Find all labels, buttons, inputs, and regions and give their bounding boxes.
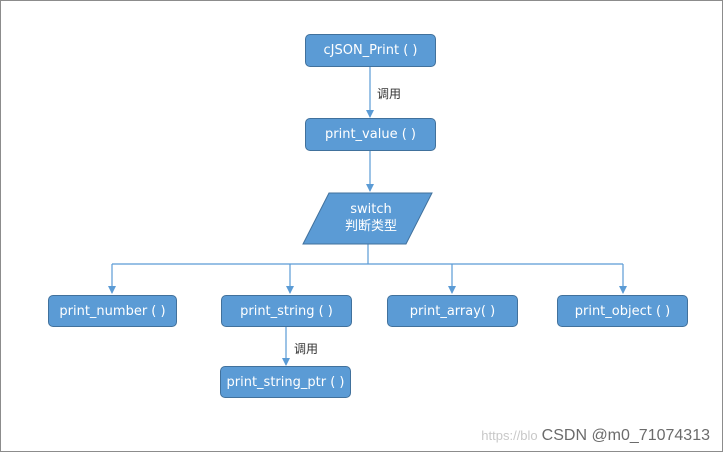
switch-decision-label: switch 判断类型 [331,201,411,235]
node-print-object-label: print_object ( ) [574,303,671,319]
node-print-string-ptr-label: print_string_ptr ( ) [226,374,345,390]
node-print-number: print_number ( ) [48,295,177,327]
watermark-text: CSDN @m0_71074313 [541,427,710,444]
node-print-object: print_object ( ) [557,295,688,327]
node-print-value: print_value ( ) [305,118,436,151]
switch-decision-shape [302,192,433,245]
node-print-array: print_array( ) [387,295,518,327]
node-print-array-label: print_array( ) [409,303,496,319]
node-print-number-label: print_number ( ) [59,303,166,319]
node-print-string-ptr: print_string_ptr ( ) [220,366,351,398]
node-print-string: print_string ( ) [221,295,352,327]
edge-label-call-1: 调用 [377,87,402,101]
switch-label-line2: 判断类型 [344,219,397,234]
node-cjson-print-label: cJSON_Print ( ) [323,43,418,58]
switch-label-line1: switch [350,202,392,217]
watermark-url: https://blo [481,428,538,443]
node-cjson-print: cJSON_Print ( ) [305,34,436,67]
node-print-string-label: print_string ( ) [240,303,333,319]
node-print-value-label: print_value ( ) [325,127,416,142]
edge-label-call-2: 调用 [294,342,319,356]
